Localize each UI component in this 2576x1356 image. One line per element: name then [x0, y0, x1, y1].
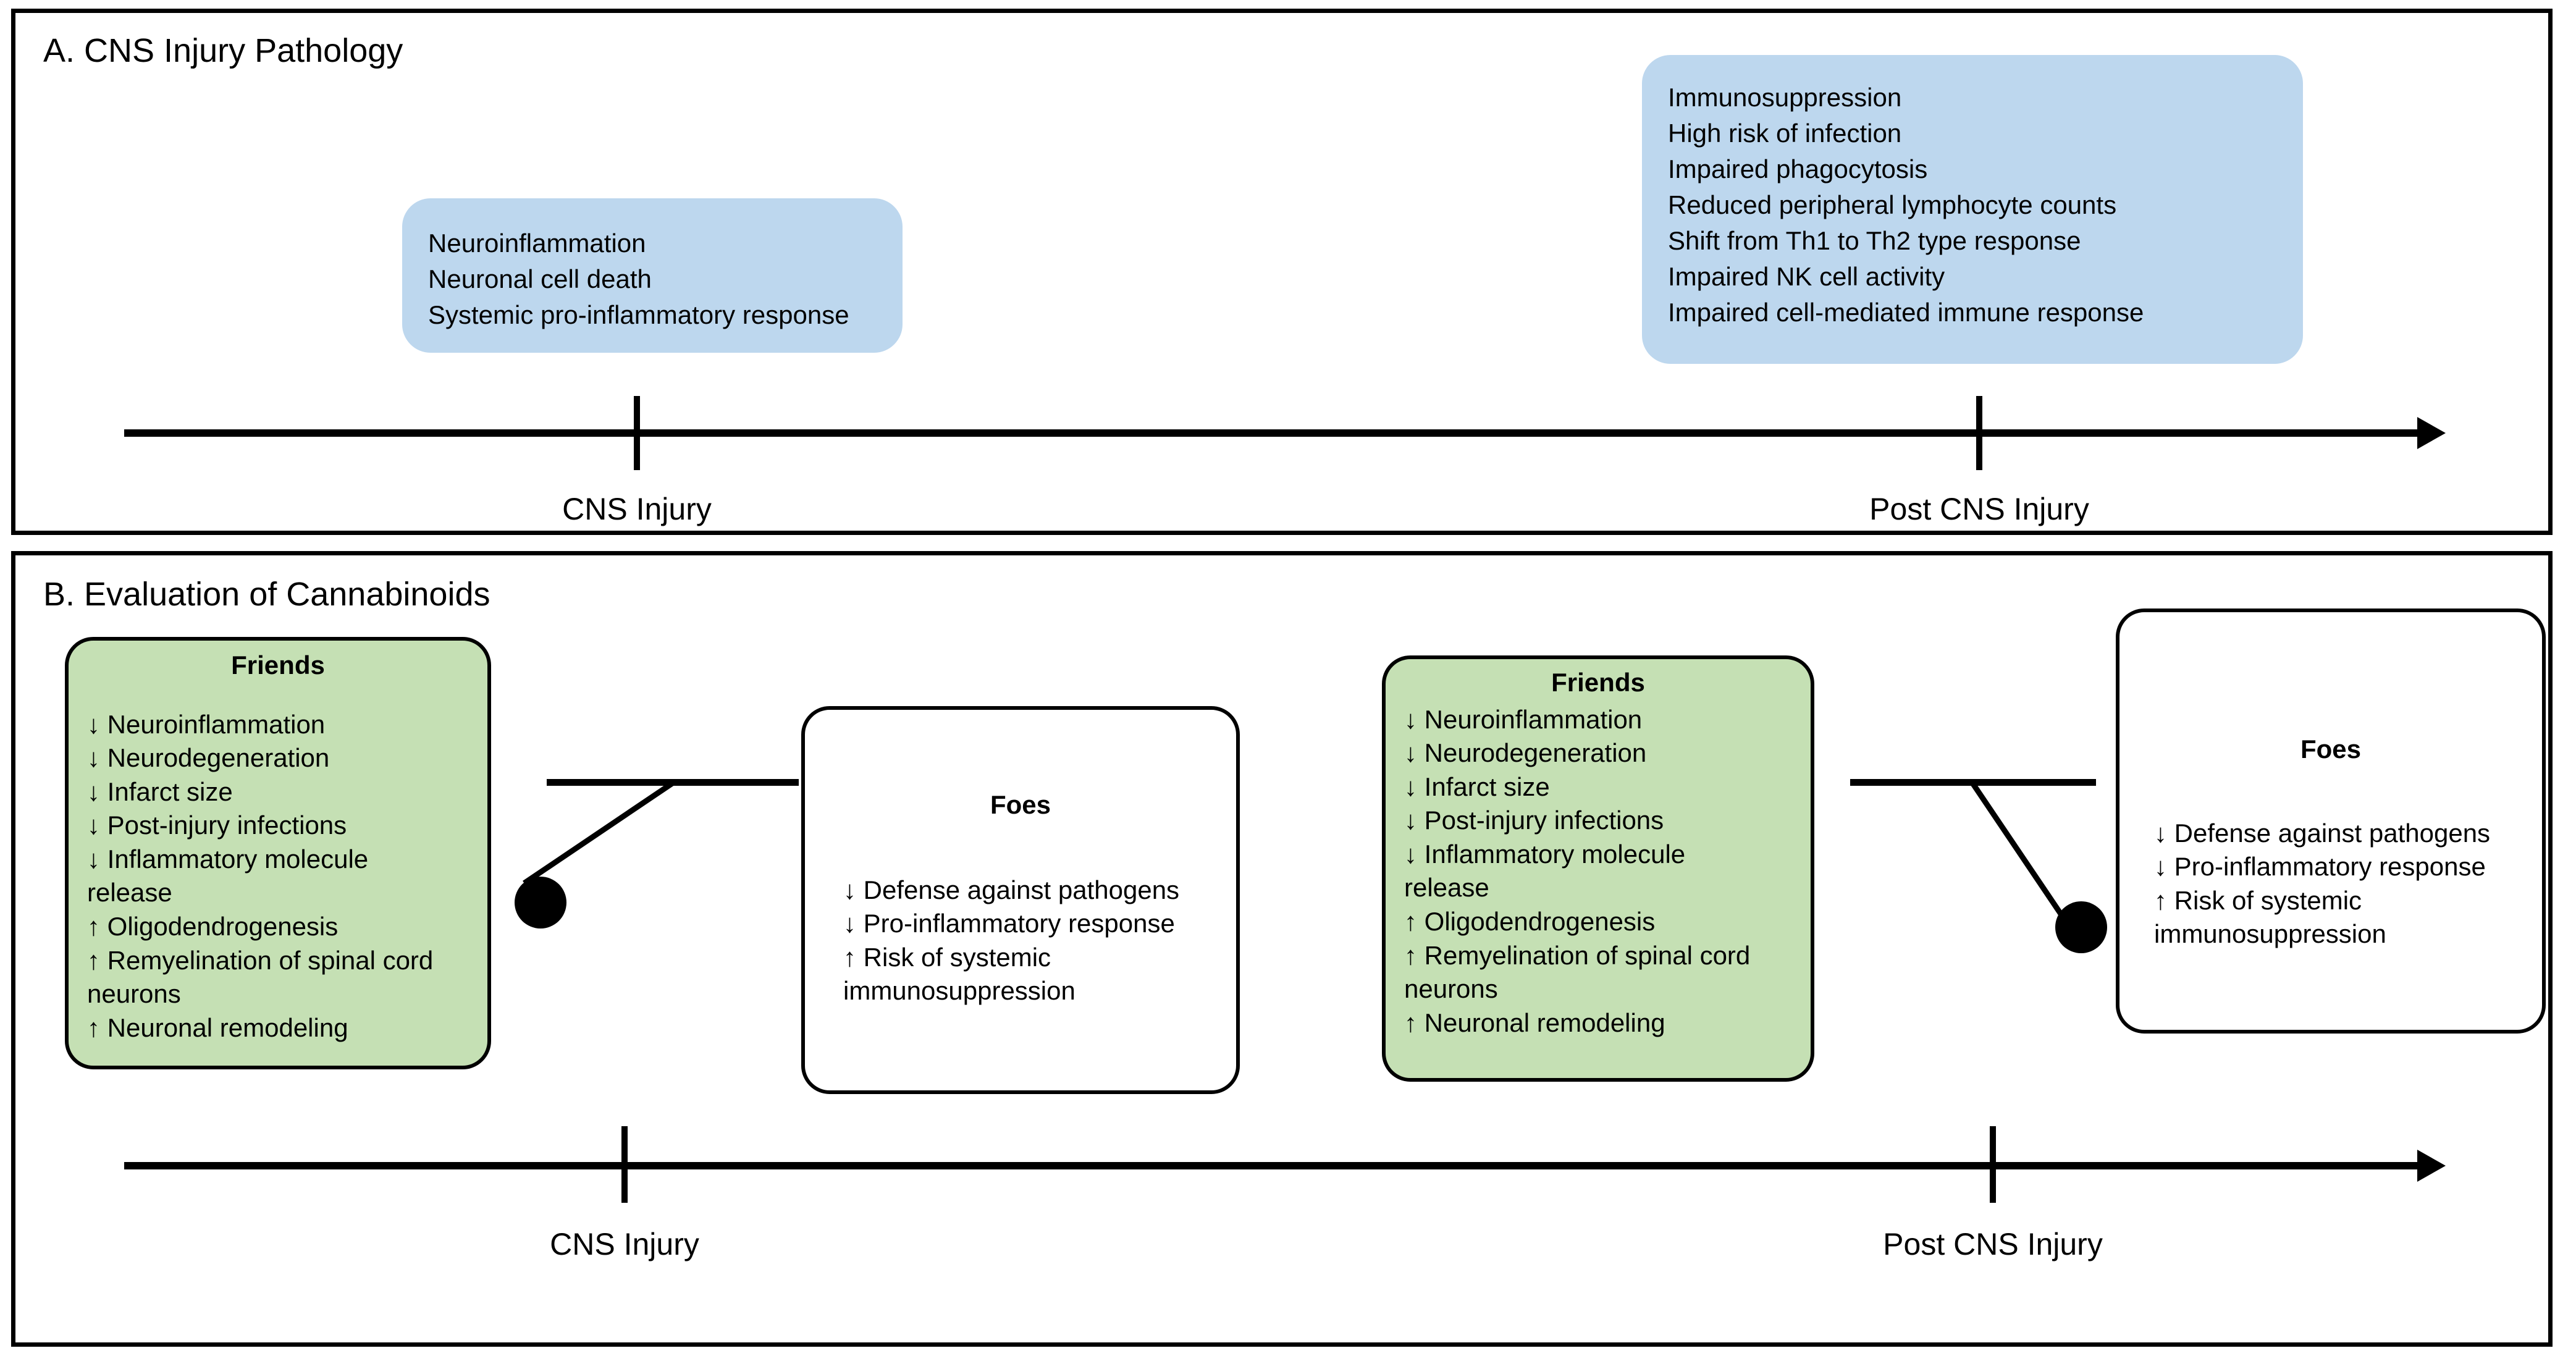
post-injury-line: Reduced peripheral lymphocyte counts [1668, 190, 2117, 219]
post-injury-line: Impaired NK cell activity [1668, 261, 1945, 291]
friends-line-cont: release [1404, 873, 1489, 903]
friends-line: ↓ Inflammatory molecule [1404, 839, 1686, 869]
tick-cns-injury [621, 1126, 628, 1203]
injury-line: Neuronal cell death [428, 264, 652, 293]
friends-line-cont: neurons [87, 979, 181, 1009]
friends-box-right-heading: Friends [1551, 668, 1645, 697]
friends-line: ↑ Oligodendrogenesis [87, 912, 339, 941]
balance-scale-right [1850, 779, 2184, 971]
foes-line: ↓ Pro-inflammatory response [843, 909, 1175, 938]
tick-label-post-cns-injury: Post CNS Injury [1869, 492, 2089, 526]
foes-line-cont: immunosuppression [2154, 919, 2386, 949]
friends-line: ↓ Infarct size [87, 777, 233, 806]
foes-line: ↑ Risk of systemic [843, 942, 1051, 972]
timeline-axis-line [124, 1162, 2422, 1169]
panel-b-evaluation-of-cannabinoids: B. Evaluation of Cannabinoids Friends ↓ … [11, 551, 2553, 1347]
friends-line: ↓ Neuroinflammation [1404, 704, 1643, 734]
timeline-arrowhead-icon [2417, 417, 2446, 449]
friends-line: ↓ Neurodegeneration [87, 743, 330, 773]
friends-line: ↑ Neuronal remodeling [1404, 1008, 1665, 1037]
friends-line: ↓ Inflammatory molecule [87, 844, 369, 874]
friends-line: ↓ Post-injury infections [1404, 806, 1664, 835]
balance-rod-left [523, 780, 675, 886]
foes-line: ↑ Risk of systemic [2154, 885, 2362, 915]
timeline-axis-line [124, 429, 2422, 437]
injury-line: Neuroinflammation [428, 229, 646, 258]
post-injury-line: Shift from Th1 to Th2 type response [1668, 225, 2081, 255]
friends-line: ↓ Post-injury infections [87, 811, 347, 840]
foes-box-right-lines: ↓ Defense against pathogens ↓ Pro-inflam… [2119, 764, 2542, 951]
foes-line-cont: immunosuppression [843, 976, 1075, 1006]
tick-label-cns-injury: CNS Injury [562, 492, 712, 526]
panel-a-title: A. CNS Injury Pathology [43, 32, 403, 69]
friends-line: ↑ Remyelination of spinal cord [87, 945, 434, 975]
foes-line: ↓ Pro-inflammatory response [2154, 852, 2486, 882]
panel-a-injury-box-lines: Neuroinflammation Neuronal cell death Sy… [402, 198, 903, 333]
panel-b-title: B. Evaluation of Cannabinoids [43, 576, 490, 613]
friends-box-right-lines: ↓ Neuroinflammation ↓ Neurodegeneration … [1386, 697, 1811, 1040]
foes-line: ↓ Defense against pathogens [843, 875, 1180, 904]
post-injury-line: Immunosuppression [1668, 83, 1902, 112]
panel-a-injury-box: Neuroinflammation Neuronal cell death Sy… [402, 198, 903, 353]
tick-cns-injury [634, 396, 640, 470]
friends-line: ↑ Neuronal remodeling [87, 1013, 348, 1042]
panel-a-post-injury-box-lines: Immunosuppression High risk of infection… [1642, 55, 2303, 331]
friends-box-left: Friends ↓ Neuroinflammation ↓ Neurodegen… [65, 637, 491, 1069]
panel-a-post-injury-box: Immunosuppression High risk of infection… [1642, 55, 2303, 364]
timeline-arrowhead-icon [2417, 1150, 2446, 1182]
injury-line: Systemic pro-inflammatory response [428, 300, 849, 329]
friends-line: ↑ Oligodendrogenesis [1404, 907, 1656, 937]
friends-box-right: Friends ↓ Neuroinflammation ↓ Neurodegen… [1382, 655, 1814, 1082]
foes-box-right-heading: Foes [2300, 735, 2362, 764]
tick-label-cns-injury: CNS Injury [550, 1227, 699, 1261]
balance-scale-left [515, 779, 880, 971]
panel-a-cns-injury-pathology: A. CNS Injury Pathology Neuroinflammatio… [11, 9, 2553, 535]
balance-weight-left [515, 877, 566, 929]
friends-line-cont: release [87, 878, 172, 908]
tick-post-cns-injury [1976, 396, 1982, 470]
post-injury-line: Impaired cell-mediated immune response [1668, 297, 2144, 327]
foes-line: ↓ Defense against pathogens [2154, 818, 2491, 848]
balance-weight-right [2055, 901, 2107, 953]
foes-box-left-heading: Foes [990, 790, 1051, 819]
friends-line: ↓ Neuroinflammation [87, 709, 326, 739]
friends-line: ↓ Infarct size [1404, 772, 1550, 801]
post-injury-line: Impaired phagocytosis [1668, 154, 1928, 183]
tick-post-cns-injury [1990, 1126, 1996, 1203]
balance-rod-right [1970, 781, 2075, 933]
friends-line: ↑ Remyelination of spinal cord [1404, 940, 1751, 970]
friends-box-left-heading: Friends [231, 651, 325, 680]
post-injury-line: High risk of infection [1668, 118, 1902, 148]
foes-box-left: Foes ↓ Defense against pathogens ↓ Pro-i… [801, 706, 1240, 1094]
tick-label-post-cns-injury: Post CNS Injury [1883, 1227, 2103, 1261]
friends-line-cont: neurons [1404, 974, 1498, 1004]
friends-box-left-lines: ↓ Neuroinflammation ↓ Neurodegeneration … [69, 680, 487, 1045]
foes-box-left-lines: ↓ Defense against pathogens ↓ Pro-inflam… [805, 819, 1236, 1008]
foes-box-right: Foes ↓ Defense against pathogens ↓ Pro-i… [2116, 609, 2546, 1034]
friends-line: ↓ Neurodegeneration [1404, 738, 1647, 768]
balance-beam-left [547, 779, 799, 786]
